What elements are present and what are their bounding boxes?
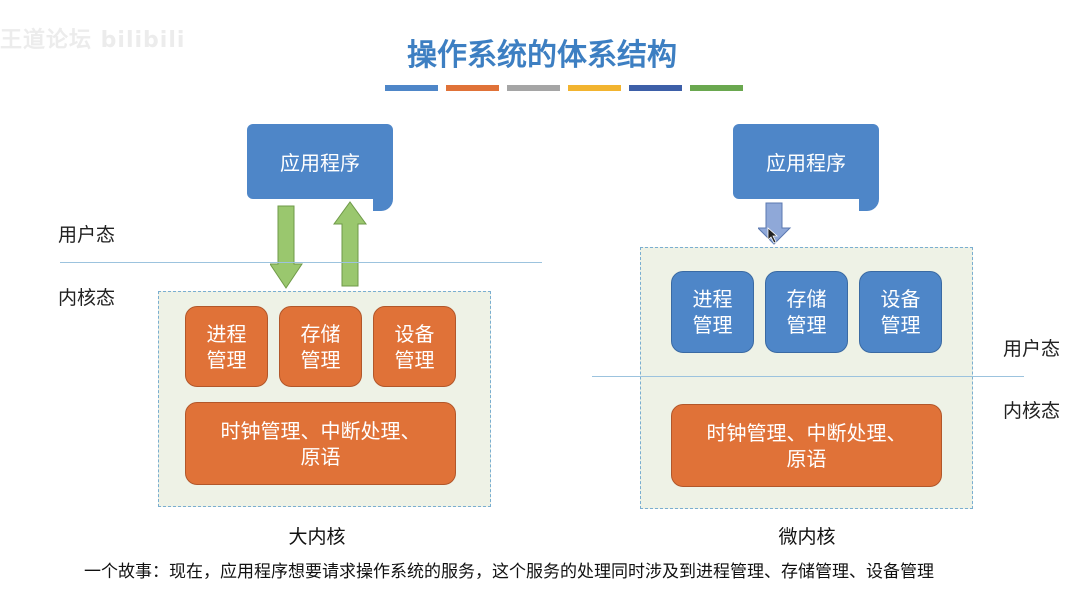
left-caption: 大内核 xyxy=(288,526,346,548)
color-bar-segment xyxy=(446,85,499,91)
color-bar-segment xyxy=(507,85,560,91)
left-process-mgmt: 进程 管理 xyxy=(185,306,268,387)
up-arrow xyxy=(333,201,367,287)
down-arrow xyxy=(270,205,303,289)
right-app-box: 应用程序 xyxy=(733,124,879,211)
right-clock-interrupt-primitives: 时钟管理、中断处理、 原语 xyxy=(671,404,942,487)
color-bar-segment xyxy=(690,85,743,91)
left-app-box: 应用程序 xyxy=(247,124,393,211)
right-caption: 微内核 xyxy=(778,526,836,548)
right-memory-mgmt: 存储 管理 xyxy=(765,271,848,353)
down-arrow xyxy=(758,202,792,245)
color-bar-segment xyxy=(568,85,621,91)
story-text: 一个故事：现在，应用程序想要请求操作系统的服务，这个服务的处理同时涉及到进程管理… xyxy=(84,562,934,582)
right-arrow xyxy=(758,202,792,245)
left-kernel-mode-label: 内核态 xyxy=(58,287,116,309)
left-mode-divider xyxy=(60,262,542,263)
mouse-cursor-icon xyxy=(767,227,779,244)
color-bar xyxy=(385,85,743,91)
left-device-mgmt: 设备 管理 xyxy=(373,306,456,387)
color-bar-segment xyxy=(629,85,682,91)
right-app-label: 应用程序 xyxy=(766,151,846,175)
color-bar-segment xyxy=(385,85,438,91)
left-app-label: 应用程序 xyxy=(280,151,360,175)
right-device-mgmt: 设备 管理 xyxy=(859,271,942,353)
right-kernel-mode-label: 内核态 xyxy=(1003,400,1061,422)
left-memory-mgmt: 存储 管理 xyxy=(279,306,362,387)
left-clock-interrupt-primitives: 时钟管理、中断处理、 原语 xyxy=(185,402,456,485)
right-mode-divider xyxy=(592,376,1024,377)
right-user-mode-label: 用户态 xyxy=(1003,338,1061,360)
watermark: 王道论坛 bilibili xyxy=(0,28,186,53)
left-user-mode-label: 用户态 xyxy=(58,224,116,246)
slide-title: 操作系统的体系结构 xyxy=(407,38,677,73)
left-arrows xyxy=(270,201,367,289)
right-process-mgmt: 进程 管理 xyxy=(671,271,754,353)
